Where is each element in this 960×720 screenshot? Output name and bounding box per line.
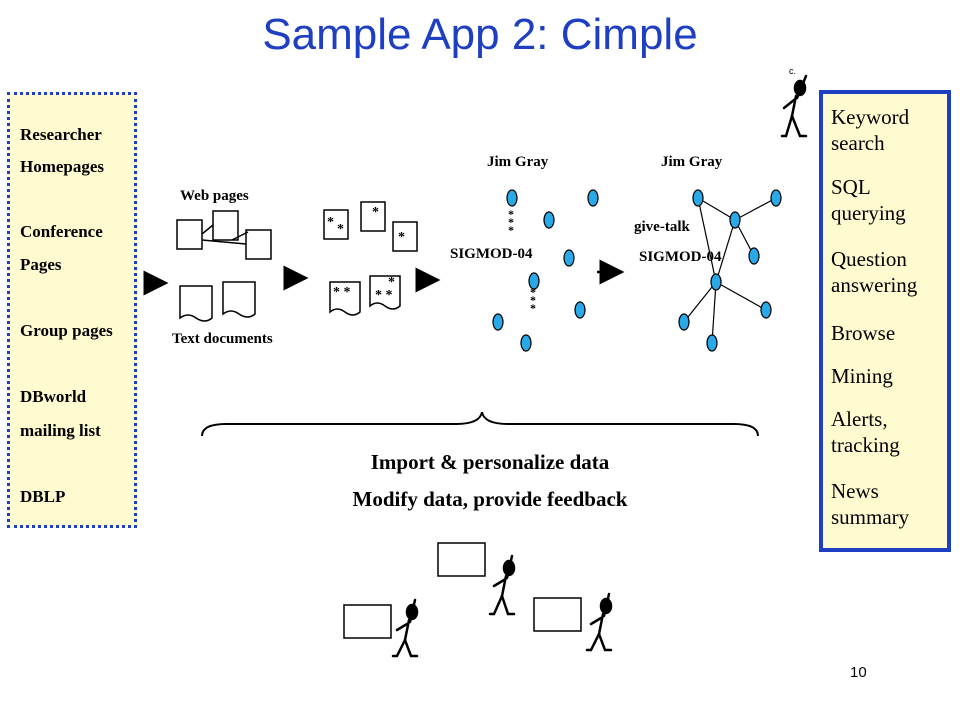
entity-label-jim-gray: Jim Gray bbox=[487, 154, 549, 170]
svg-text:*: * bbox=[372, 205, 379, 220]
user-figure-icon bbox=[488, 554, 516, 616]
mention-star-marks: *** *** bbox=[508, 207, 536, 315]
text-documents-label: Text documents bbox=[172, 331, 273, 347]
service-item: Browse bbox=[831, 321, 896, 345]
page-number: 10 bbox=[850, 664, 867, 681]
svg-text:*: * bbox=[327, 215, 334, 230]
service-item: Mining bbox=[831, 364, 893, 388]
web-pages-icon bbox=[176, 210, 272, 260]
svg-text:*: * bbox=[508, 207, 514, 221]
user-screen-icon bbox=[343, 542, 582, 639]
data-sources-box: Researcher Homepages Conference Pages Gr… bbox=[7, 92, 137, 528]
source-item: Researcher bbox=[20, 125, 102, 144]
source-item: DBworld bbox=[20, 387, 87, 406]
svg-text:*: * bbox=[337, 222, 344, 237]
entity-label-sigmod: SIGMOD-04 bbox=[639, 249, 722, 265]
svg-text:*: * bbox=[530, 285, 536, 299]
entity-graph-nodes bbox=[678, 189, 782, 352]
service-item: Question answering bbox=[831, 247, 918, 297]
user-figure-icon bbox=[585, 592, 613, 652]
source-item: Homepages bbox=[20, 157, 105, 176]
entity-label-jim-gray: Jim Gray bbox=[661, 154, 723, 170]
service-item: News summary bbox=[831, 479, 910, 529]
curly-brace bbox=[201, 411, 759, 437]
services-box: Keyword search SQL querying Question ans… bbox=[819, 90, 951, 552]
entity-label-sigmod: SIGMOD-04 bbox=[450, 246, 533, 262]
extracted-pages-icon bbox=[323, 201, 418, 316]
slide-title: Sample App 2: Cimple bbox=[262, 10, 698, 59]
source-item: Group pages bbox=[20, 321, 113, 340]
source-item: mailing list bbox=[20, 421, 101, 440]
svg-text:c.: c. bbox=[789, 66, 796, 76]
source-item: DBLP bbox=[20, 487, 66, 506]
service-item: Alerts, tracking bbox=[831, 407, 900, 457]
service-item: SQL querying bbox=[831, 175, 906, 225]
relation-label-give-talk: give-talk bbox=[634, 219, 690, 235]
entity-nodes-unlinked bbox=[492, 189, 599, 352]
source-item: Conference bbox=[20, 222, 103, 241]
svg-text:*: * bbox=[530, 301, 536, 315]
svg-text:*: * bbox=[388, 275, 395, 290]
caption-modify: Modify data, provide feedback bbox=[352, 487, 628, 511]
svg-text:* *: * * bbox=[333, 285, 351, 300]
entity-star-marks: ** ** * * * * * bbox=[327, 205, 405, 303]
caption-import: Import & personalize data bbox=[370, 450, 610, 474]
svg-text:*: * bbox=[530, 293, 536, 307]
text-documents-icon bbox=[179, 281, 256, 322]
web-pages-label: Web pages bbox=[180, 188, 249, 204]
source-item: Pages bbox=[20, 255, 62, 274]
svg-text:*: * bbox=[398, 230, 405, 245]
svg-text:* *: * * bbox=[375, 288, 393, 303]
user-figure-icon bbox=[391, 598, 419, 658]
thinking-person-icon: c. bbox=[780, 66, 808, 138]
svg-text:*: * bbox=[508, 215, 514, 229]
svg-text:*: * bbox=[508, 223, 514, 237]
service-item: Keyword search bbox=[831, 105, 910, 155]
